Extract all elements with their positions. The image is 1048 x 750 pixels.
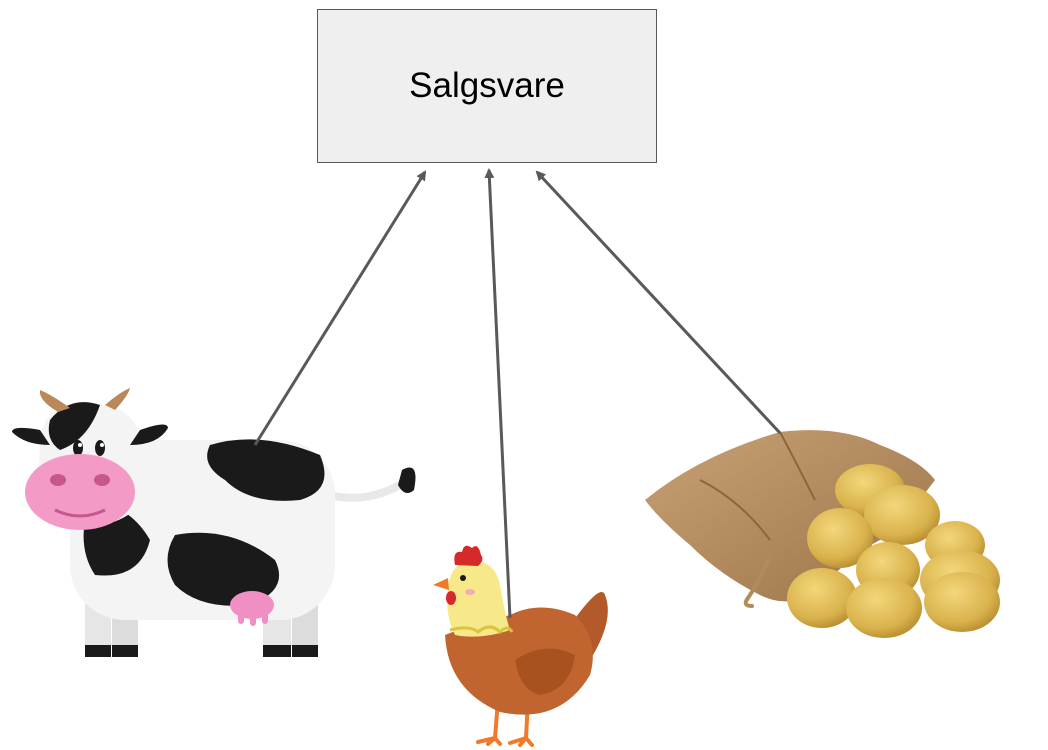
arrow-cow-to-salgsvare xyxy=(253,170,427,446)
cow-icon xyxy=(12,388,416,657)
chicken-icon xyxy=(433,545,608,747)
salgsvare-label: Salgsvare xyxy=(409,66,565,105)
arrow-chicken-to-salgsvare xyxy=(484,168,512,619)
salgsvare-box: Salgsvare xyxy=(317,9,657,163)
potato-sack-icon xyxy=(645,430,1000,638)
arrow-potato-to-salgsvare xyxy=(535,170,782,435)
